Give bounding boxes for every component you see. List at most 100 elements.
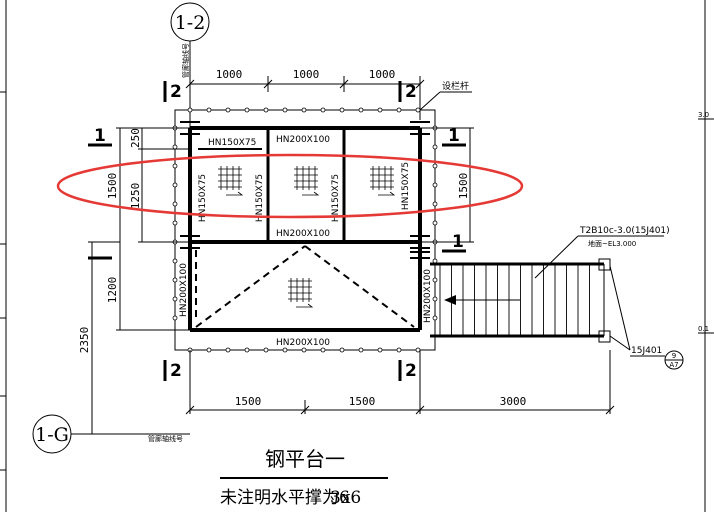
railing-post [172, 201, 178, 207]
railing-post [320, 107, 326, 113]
railing-post [172, 220, 178, 226]
section-mark-2-bottom: 2 2 [163, 360, 417, 381]
stair-arrow [444, 295, 520, 305]
right-edge-fragments: 3.0 0.1 [698, 111, 714, 334]
section-label-2-br: 2 [405, 361, 417, 381]
railing-post [377, 107, 383, 113]
axis-label-top: 1-2 [175, 12, 206, 34]
railing-post [339, 107, 345, 113]
railing-post [358, 107, 364, 113]
railing-post [432, 201, 438, 207]
beam-label-top-left: HN150X75 [208, 138, 256, 148]
railing-post [172, 182, 178, 188]
railing-leader: 设栏杆 [419, 80, 472, 111]
dim-bottom-2: 1500 [349, 395, 376, 408]
railing-post [377, 347, 383, 353]
grating-symbols [218, 166, 396, 308]
dim-top-3: 1000 [369, 68, 396, 81]
section-label-2-tr: 2 [405, 82, 417, 102]
beam-label-v4: HN150X75 [401, 162, 411, 210]
railing-post [358, 347, 364, 353]
title-block: 钢平台一 未注明水平撑为6 3x6 [220, 447, 388, 508]
detail-sheet: A7 [669, 361, 678, 369]
railing-post [396, 107, 402, 113]
section-label-1-right: 1 [448, 126, 460, 146]
railing-post [172, 258, 178, 264]
railing-post [432, 163, 438, 169]
dim-bottom-1: 1500 [235, 395, 262, 408]
railing-post [172, 277, 178, 283]
beam-label-mid: HN200X100 [276, 229, 330, 239]
beam-label-top-center: HN200X100 [276, 135, 330, 145]
dim-left-250: 250 [129, 128, 142, 148]
beam-label-v2: HN150X75 [255, 174, 265, 222]
railing-post [172, 163, 178, 169]
railing-post [225, 347, 231, 353]
railing-post [320, 347, 326, 353]
stair-elevation-label: 地面~EL3.000 [588, 239, 636, 248]
grating-symbol [294, 166, 320, 196]
bracing-dashed [195, 245, 415, 328]
stair-treads [439, 264, 590, 336]
section-mark-2-top: 2 2 [163, 81, 417, 102]
railing-post [432, 258, 438, 264]
grating-symbol [288, 278, 314, 308]
railing-post [172, 144, 178, 150]
detail-number: 9 [672, 352, 676, 360]
section-label-2-tl: 2 [170, 82, 182, 102]
railing-post [432, 220, 438, 226]
railing-post [172, 315, 178, 321]
railing-post [339, 347, 345, 353]
drawing-title: 钢平台一 [265, 447, 345, 471]
detail-ref-label: 15J401 [631, 346, 662, 356]
railing-post [187, 107, 193, 113]
railing-posts [172, 107, 438, 353]
railing-post [206, 347, 212, 353]
dim-left-2350: 2350 [78, 327, 91, 354]
beam-label-bottom: HN200X100 [276, 338, 330, 348]
axis-note-bottom: 管廊轴线号 [148, 434, 183, 443]
drawing-subtitle-size: 3x6 [330, 488, 361, 508]
dim-left-1250: 1250 [129, 183, 142, 210]
bottom-dimension-chain: 1500 1500 3000 [185, 350, 615, 415]
beam-label-lower-left: HN200X100 [179, 263, 189, 317]
grating-symbol [218, 166, 244, 196]
beam-label-v3: HN150X75 [331, 174, 341, 222]
axis-label-bottom: 1-G [35, 424, 69, 446]
railing-post [432, 315, 438, 321]
stair-spec-label: T2B10c-3.0(15J401) [579, 226, 670, 236]
railing-post [282, 107, 288, 113]
section-label-1-left: 1 [94, 126, 106, 146]
railing-post [415, 107, 421, 113]
highlight-oval [56, 153, 524, 219]
railing-post [282, 347, 288, 353]
railing-post [263, 107, 269, 113]
railing-label: 设栏杆 [442, 80, 469, 92]
beam-label-v1: HN150X75 [198, 174, 208, 222]
axis-note-top: 管廊轴线号 [181, 43, 190, 78]
dim-bottom-3: 3000 [500, 395, 527, 408]
top-dimension-chain: 1000 1000 1000 [185, 68, 425, 120]
dim-top-2: 1000 [293, 68, 320, 81]
right-edge-bottom: 0.1 [698, 325, 709, 333]
railing-post [432, 182, 438, 188]
dim-right-1500: 1500 [457, 173, 470, 200]
grating-symbol [370, 166, 396, 196]
railing-post [263, 347, 269, 353]
railing-post [396, 347, 402, 353]
section-label-2-bl: 2 [170, 361, 182, 381]
railing-post [432, 277, 438, 283]
railing-post [432, 144, 438, 150]
railing-post [301, 347, 307, 353]
railing-post [206, 107, 212, 113]
axis-bubble-1-G: 1-G 管廊轴线号 [32, 414, 190, 454]
left-dimension-chains: 250 1250 1500 1200 2350 [78, 127, 190, 434]
dim-left-1500: 1500 [106, 173, 119, 200]
right-edge-top: 3.0 [698, 111, 709, 119]
railing-post [244, 107, 250, 113]
dim-left-1200: 1200 [106, 277, 119, 304]
railing-post [225, 107, 231, 113]
steel-beams [180, 121, 430, 332]
